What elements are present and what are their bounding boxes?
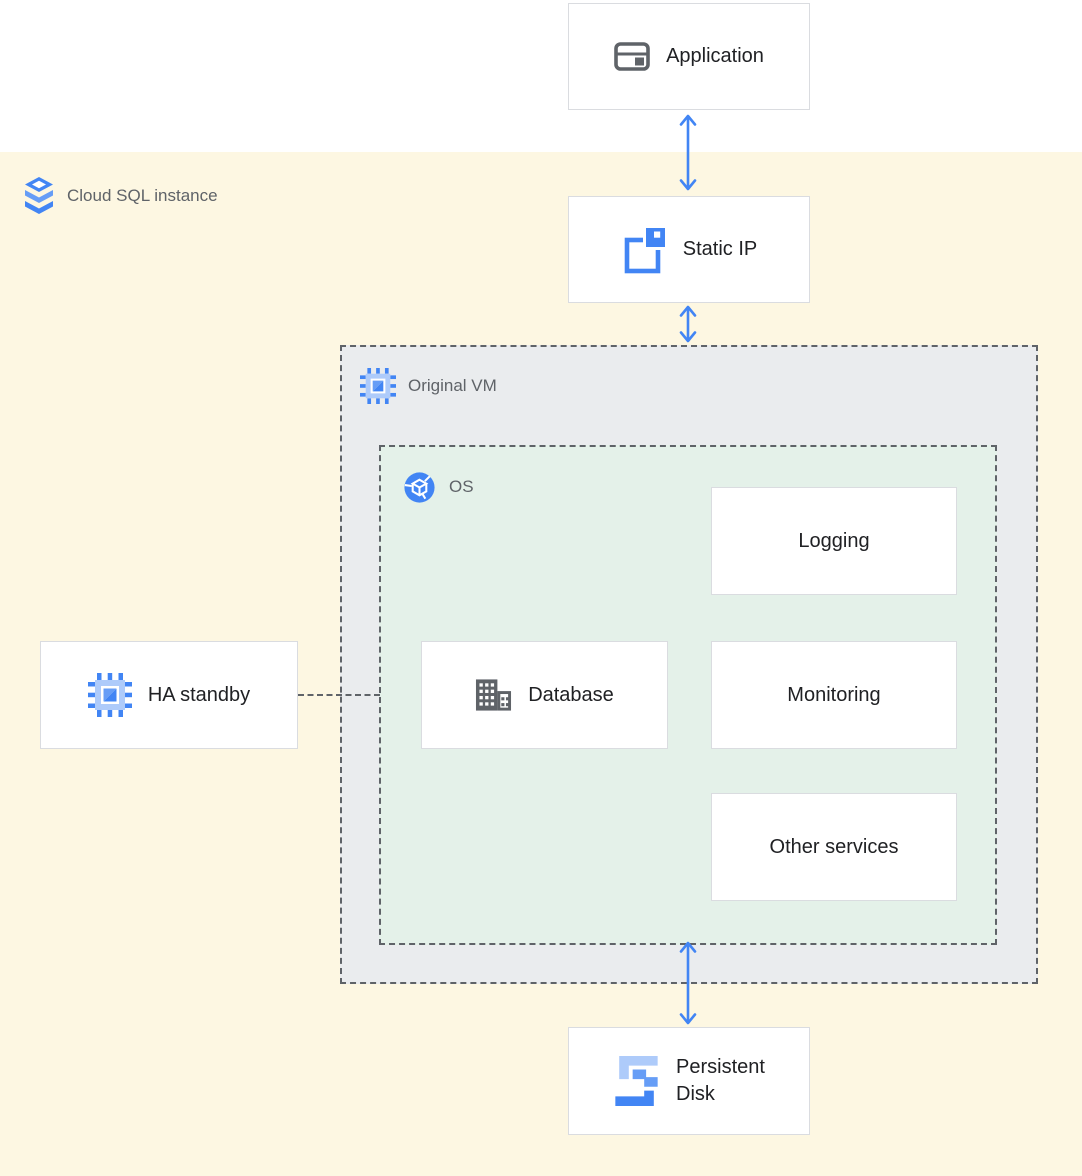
arrow-staticip-vm xyxy=(674,304,702,344)
database-icon xyxy=(475,677,512,713)
compute-engine-icon xyxy=(87,673,132,717)
ha-standby-node: HA standby xyxy=(40,641,298,749)
arrow-os-persistentdisk xyxy=(674,940,702,1026)
ha-standby-node-label: HA standby xyxy=(147,683,251,706)
static-ip-node-label: Static IP xyxy=(682,238,758,260)
os-zone-label: OS xyxy=(402,469,474,505)
persistent-disk-label-line1: Persistent xyxy=(676,1056,765,1078)
ha-standby-connector-line xyxy=(298,694,380,696)
application-node-label: Application xyxy=(666,45,764,67)
database-node: Database xyxy=(421,641,668,749)
static-ip-node: Static IP xyxy=(568,196,810,303)
database-node-label: Database xyxy=(528,683,614,706)
logging-node: Logging xyxy=(711,487,957,595)
persistent-disk-node-label: Persistent Disk xyxy=(676,1054,765,1108)
persistent-disk-label-line2: Disk xyxy=(676,1083,715,1105)
application-icon xyxy=(614,42,650,71)
application-node: Application xyxy=(568,3,810,110)
monitoring-node-label: Monitoring xyxy=(787,683,881,706)
original-vm-zone-label-text: Original VM xyxy=(408,376,497,395)
arrow-application-staticip xyxy=(674,113,702,192)
cloud-sql-zone-label: Cloud SQL instance xyxy=(25,177,218,215)
persistent-disk-icon xyxy=(613,1056,660,1106)
other-services-node-label: Other services xyxy=(769,835,899,858)
persistent-disk-node: Persistent Disk xyxy=(568,1027,810,1135)
other-services-node: Other services xyxy=(711,793,957,901)
external-ip-icon xyxy=(621,223,667,276)
os-icon xyxy=(402,470,437,505)
os-zone-label-text: OS xyxy=(449,477,474,496)
monitoring-node: Monitoring xyxy=(711,641,957,749)
cloud-sql-zone-label-text: Cloud SQL instance xyxy=(67,186,218,205)
logging-node-label: Logging xyxy=(798,529,870,552)
cloud-sql-icon xyxy=(25,177,53,215)
compute-engine-icon xyxy=(360,368,396,404)
original-vm-zone-label: Original VM xyxy=(360,368,497,404)
